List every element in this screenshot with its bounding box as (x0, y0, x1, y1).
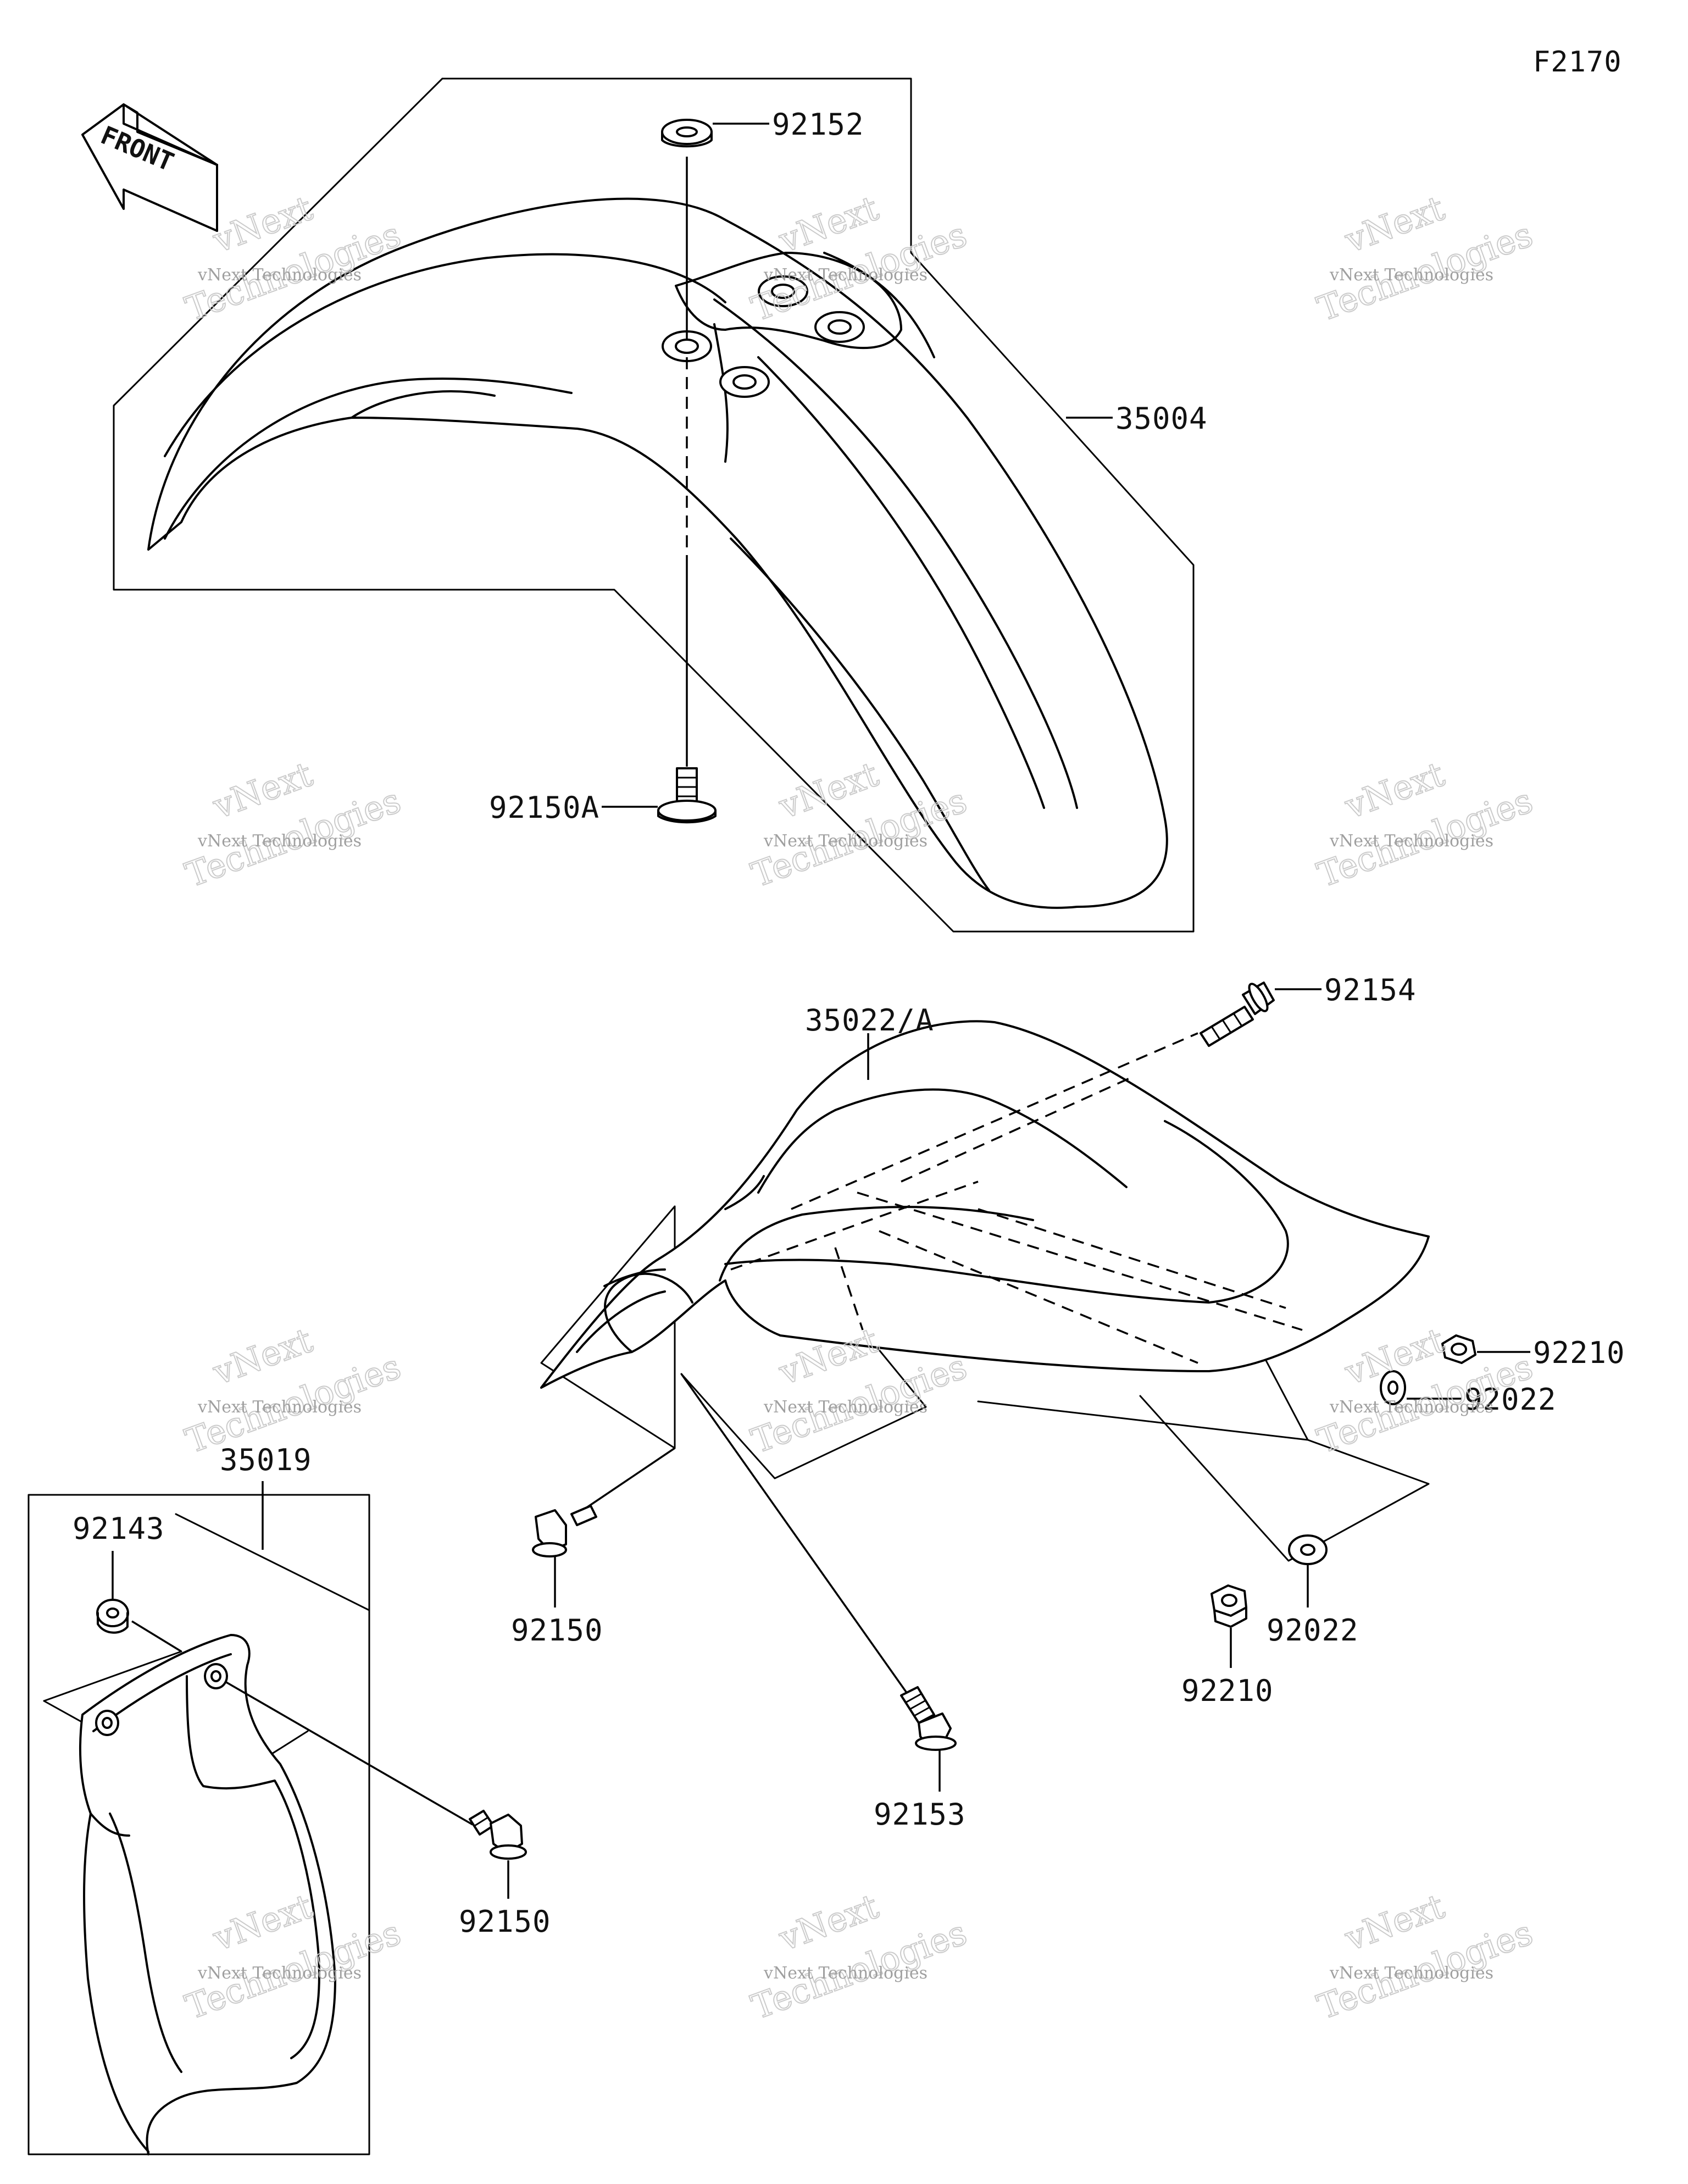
nut-92143-icon (96, 1599, 129, 1634)
part-label-92153: 92153 (874, 1797, 966, 1832)
part-label-35019: 35019 (220, 1443, 312, 1477)
fender-mount-holes (662, 275, 865, 398)
svg-text:vNext Technologies: vNext Technologies (197, 832, 362, 851)
svg-text:vNext Technologies: vNext Technologies (763, 265, 928, 285)
part-label-92154: 92154 (1324, 973, 1417, 1007)
bolt-92150-middle-icon (532, 1505, 597, 1557)
watermark: vNext Technologies vNext Technologies (1312, 753, 1539, 896)
bolt-92150-bottom-icon (469, 1810, 527, 1860)
svg-text:vNext Technologies: vNext Technologies (1329, 1398, 1493, 1417)
part-label-92210-top: 92210 (1533, 1335, 1625, 1370)
watermark: vNext Technologies vNext Technologies (1312, 1886, 1539, 2028)
svg-text:vNext Technologies: vNext Technologies (763, 1398, 928, 1417)
part-label-92143: 92143 (73, 1511, 165, 1546)
svg-text:vNext Technologies: vNext Technologies (763, 832, 928, 851)
rear-fender-35022A (540, 1020, 1430, 1389)
svg-text:vNext Technologies: vNext Technologies (1329, 265, 1493, 285)
svg-text:vNext Technologies: vNext Technologies (197, 1398, 362, 1417)
watermark: vNext Technologies vNext Technologies (180, 1320, 407, 1462)
mud-flap-35019 (79, 1634, 336, 2155)
svg-text:vNext Technologies: vNext Technologies (1329, 832, 1493, 851)
nut-92210-top-icon (1441, 1334, 1476, 1364)
svg-text:vNext Technologies: vNext Technologies (1329, 1964, 1493, 1983)
part-label-92150A: 92150A (489, 790, 599, 825)
svg-text:vNext Technologies: vNext Technologies (197, 265, 362, 285)
part-label-92150-middle: 92150 (511, 1613, 603, 1648)
nut-92210-bottom-icon (1211, 1584, 1247, 1628)
bolt-92154-icon (1200, 982, 1275, 1047)
washer-92022-bottom-icon (1288, 1534, 1328, 1565)
diagram-code: F2170 (1533, 46, 1622, 79)
part-label-35022A: 35022/A (805, 1003, 934, 1038)
front-fender-35004 (147, 197, 1168, 909)
part-label-92210-bottom: 92210 (1181, 1673, 1274, 1708)
part-label-92150-bottom: 92150 (459, 1904, 551, 1939)
bolt-92150A-icon (657, 767, 717, 824)
bolt-92153-icon (900, 1686, 957, 1751)
front-fender-group: 92152 92150A 35004 (113, 77, 1208, 933)
part-label-92022-top: 92022 (1464, 1382, 1557, 1417)
part-label-35004: 35004 (1115, 401, 1208, 436)
part-label-92022-bottom: 92022 (1267, 1613, 1359, 1648)
rear-fender-group: 35022/A 92154 92210 92022 (511, 973, 1625, 1832)
watermark: vNext Technologies vNext Technologies (180, 753, 407, 896)
front-direction-arrow-icon: FRONT (81, 103, 218, 232)
watermark: vNext Technologies vNext Technologies (1312, 187, 1539, 330)
washer-92152-icon (661, 119, 713, 148)
mud-flap-group: 35019 92143 (27, 1443, 551, 2155)
group-frame-front-fender (113, 77, 1195, 933)
group-box-mud-flap (27, 1494, 370, 2155)
watermark: vNext Technologies vNext Technologies (746, 1886, 973, 2028)
part-label-92152: 92152 (772, 107, 864, 142)
watermark: vNext Technologies vNext Technologies (1312, 1320, 1539, 1462)
svg-text:vNext Technologies: vNext Technologies (763, 1964, 928, 1983)
svg-text:vNext Technologies: vNext Technologies (197, 1964, 362, 1983)
washer-92022-top-icon (1380, 1370, 1406, 1405)
